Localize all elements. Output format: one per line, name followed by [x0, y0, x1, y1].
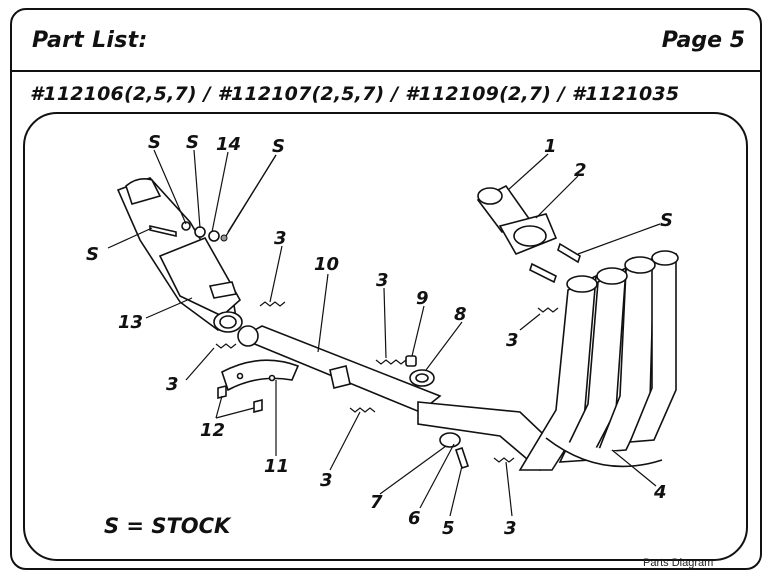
callout-s-nut: S — [186, 132, 199, 153]
callout-1: 1 — [544, 136, 557, 157]
callout-3-bottom: 3 — [504, 518, 517, 539]
bracket-hardware — [149, 221, 228, 242]
callout-12: 12 — [200, 420, 225, 441]
callout-6: 6 — [408, 508, 421, 529]
header-divider — [10, 70, 762, 72]
gasket-part-8 — [409, 369, 435, 387]
callout-11: 11 — [264, 456, 289, 477]
callout-4: 4 — [653, 482, 667, 503]
callout-3-right: 3 — [506, 330, 519, 351]
callout-s-stud: S — [660, 210, 673, 231]
bolts-part-12 — [217, 384, 263, 414]
callout-s-bolt: S — [86, 244, 99, 265]
callout-3-upper: 3 — [274, 228, 287, 249]
callout-10: 10 — [314, 254, 339, 275]
muffler-part-13 — [116, 177, 243, 333]
sleeve-part-1 — [476, 184, 532, 233]
callout-s-bracket: S — [272, 136, 285, 157]
grommet-part-9 — [405, 355, 417, 367]
callout-3-lower: 3 — [320, 470, 333, 491]
link-pipe-part-10 — [237, 325, 442, 413]
callout-9: 9 — [416, 288, 429, 309]
header-pipes-part-4 — [518, 250, 679, 471]
springs-part-3 — [215, 301, 559, 463]
page-number: Page 5 — [661, 28, 745, 53]
callout-13: 13 — [118, 312, 143, 333]
leader-lines — [107, 149, 661, 517]
page-title: Part List: — [32, 28, 148, 53]
callout-5: 5 — [442, 518, 455, 539]
callout-14: 14 — [216, 134, 241, 155]
callout-7: 7 — [370, 492, 383, 513]
callout-s-washer: S — [148, 132, 161, 153]
callout-3-left: 3 — [166, 374, 179, 395]
flange-part-2 — [498, 213, 581, 284]
part-numbers: #112106(2,5,7) / #112107(2,5,7) / #11210… — [30, 83, 680, 105]
stock-legend: S = STOCK — [104, 514, 231, 538]
page-frame — [10, 8, 762, 570]
callout-8: 8 — [454, 304, 467, 325]
callout-2: 2 — [574, 160, 587, 181]
heat-shield-part-11 — [221, 359, 300, 392]
diagram-panel — [23, 112, 748, 561]
callout-3-mid: 3 — [376, 270, 389, 291]
diagram-caption: Parts Diagram — [643, 557, 714, 569]
